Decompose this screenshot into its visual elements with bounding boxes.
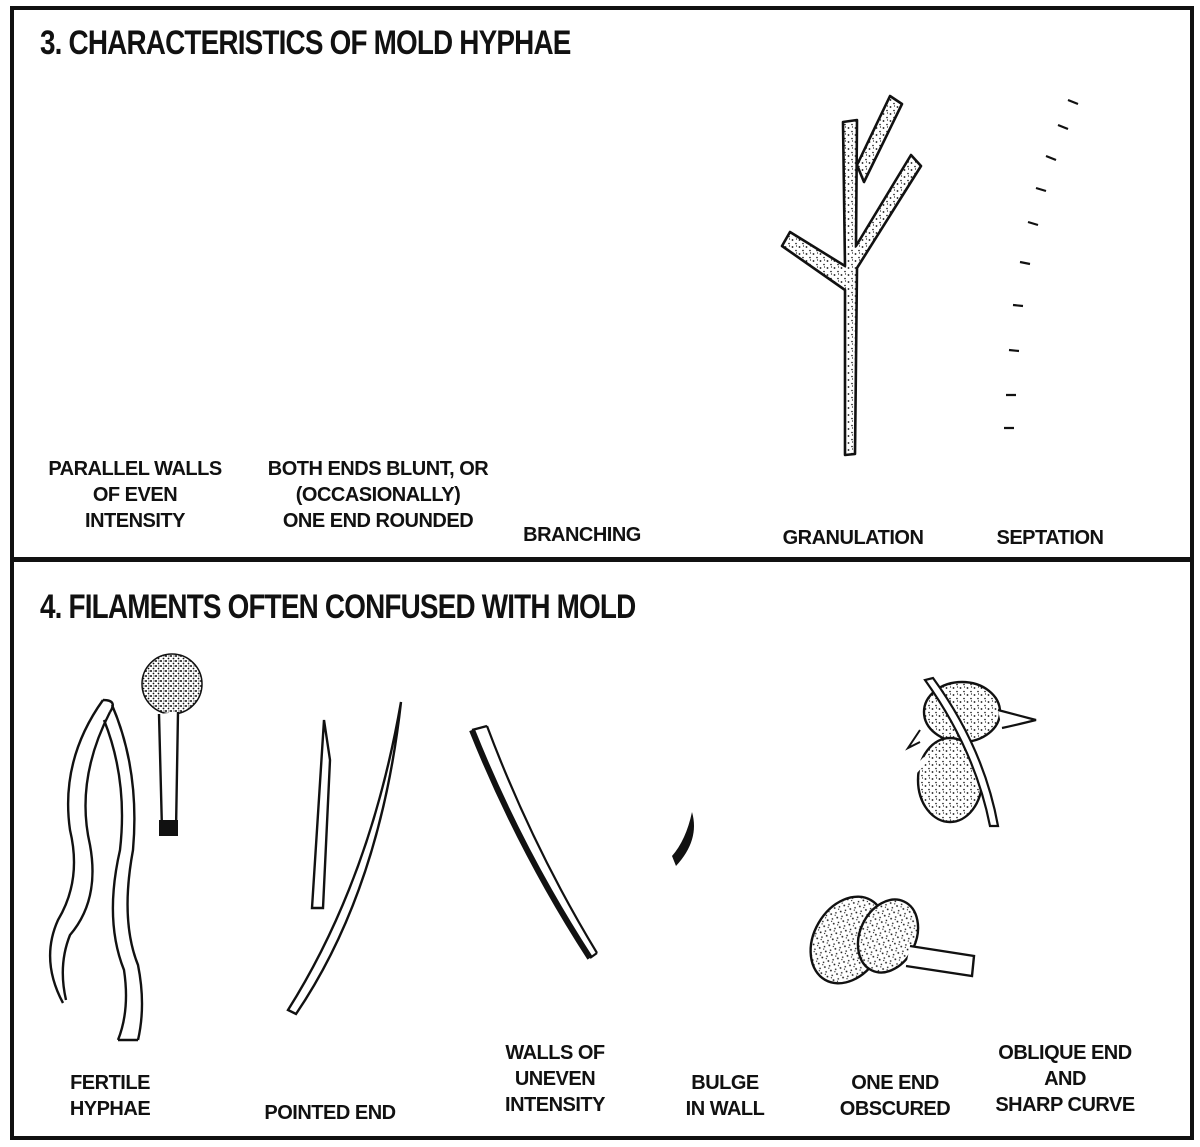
label-fertile-hyphae: FERTILE HYPHAE bbox=[50, 1070, 170, 1122]
label-both-ends-blunt: BOTH ENDS BLUNT, OR (OCCASIONALLY) ONE E… bbox=[258, 456, 498, 534]
pointed-end-drawing bbox=[288, 702, 401, 1014]
label-parallel-walls: PARALLEL WALLS OF EVEN INTENSITY bbox=[40, 456, 230, 534]
label-uneven-walls: WALLS OF UNEVEN INTENSITY bbox=[490, 1040, 620, 1118]
fertile-hyphae-drawing bbox=[50, 654, 202, 1040]
label-oblique-end: OBLIQUE END AND SHARP CURVE bbox=[990, 1040, 1140, 1118]
label-branching: BRANCHING bbox=[512, 522, 652, 548]
label-granulation: GRANULATION bbox=[768, 525, 938, 551]
section-3-title: 3. CHARACTERISTICS OF MOLD HYPHAE bbox=[40, 24, 571, 63]
septation-hypha-drawing bbox=[1003, 78, 1129, 460]
granulation-hypha-drawing bbox=[782, 96, 921, 455]
label-bulge-in-wall: BULGE IN WALL bbox=[670, 1070, 780, 1122]
label-septation: SEPTATION bbox=[985, 525, 1115, 551]
uneven-walls-drawing bbox=[472, 726, 597, 958]
branching-hypha-drawing bbox=[534, 128, 687, 437]
oblique-end-sharp-curve-drawing bbox=[1058, 692, 1140, 952]
section-4-title: 4. FILAMENTS OFTEN CONFUSED WITH MOLD bbox=[40, 588, 635, 627]
bulge-in-wall-drawing bbox=[657, 695, 762, 1058]
blunt-ends-hypha-drawing bbox=[310, 150, 410, 437]
parallel-walls-hypha-drawing bbox=[46, 162, 215, 428]
label-one-end-obscured: ONE END OBSCURED bbox=[825, 1070, 965, 1122]
label-pointed-end: POINTED END bbox=[250, 1100, 410, 1126]
one-end-obscured-drawing bbox=[796, 678, 1036, 997]
